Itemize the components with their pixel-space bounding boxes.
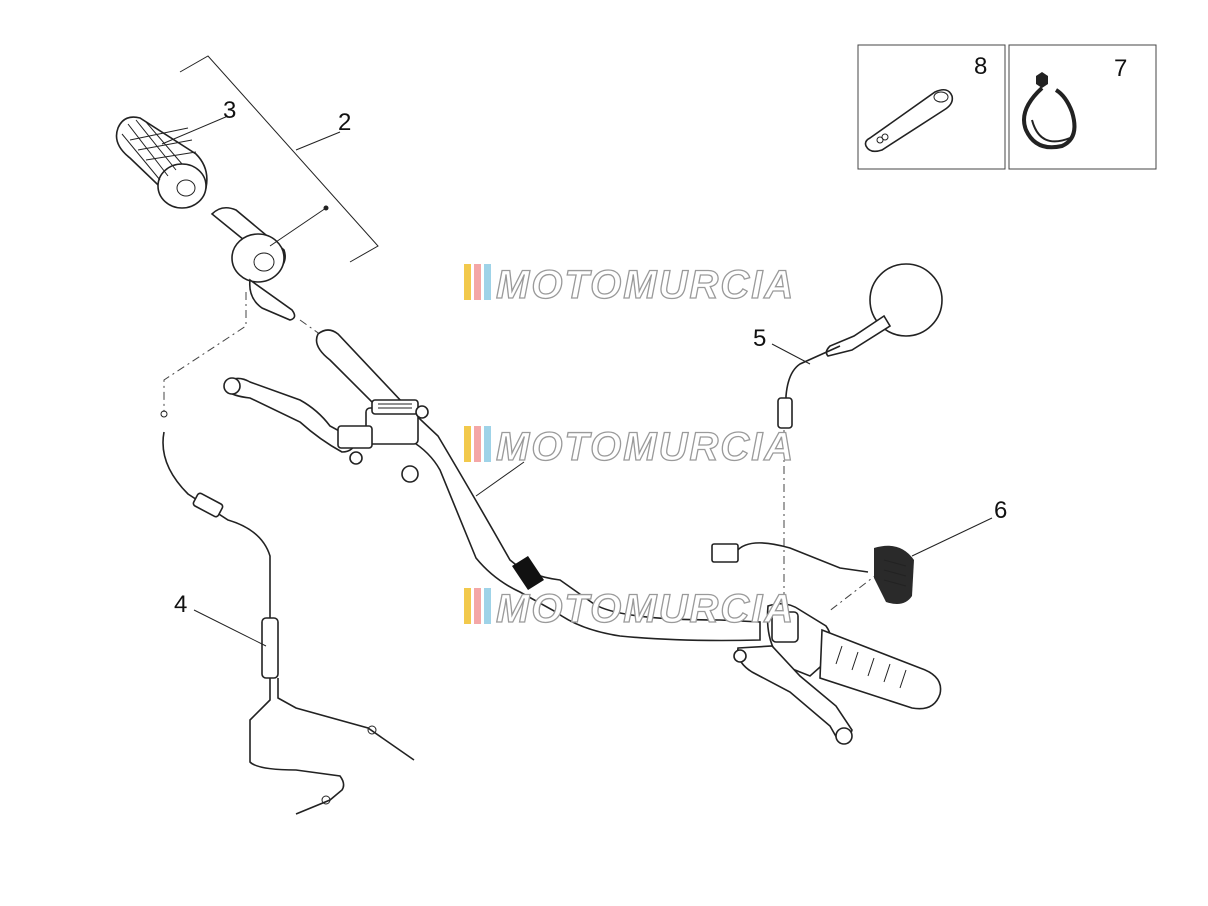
right-control-icon	[733, 602, 942, 745]
rear-view-mirror-icon	[777, 263, 943, 429]
callout-4: 4	[174, 591, 187, 618]
watermark-stripe-blue	[484, 426, 491, 462]
guide-line-handlebar	[299, 319, 329, 341]
watermark-stripe-pink	[474, 588, 481, 624]
leader-4	[193, 609, 267, 647]
brake-lever-icon	[223, 377, 357, 453]
throttle-grip-icon	[210, 205, 329, 321]
rubber-strap-icon	[864, 88, 954, 153]
watermark-top: MOTOMURCIA	[464, 262, 795, 308]
callout-7: 7	[1114, 55, 1127, 82]
watermark-stripe-blue	[484, 264, 491, 300]
watermark-text: MOTOMURCIA	[496, 587, 795, 631]
watermark-stripe-yellow	[464, 426, 471, 462]
guide-line-switch	[827, 571, 881, 613]
leader-6	[911, 517, 993, 557]
callout-2: 2	[338, 109, 351, 136]
brake-master-cylinder-icon	[337, 399, 429, 483]
watermark-bottom: MOTOMURCIA	[464, 586, 795, 632]
watermark-middle: MOTOMURCIA	[464, 424, 795, 470]
callout-3: 3	[223, 97, 236, 124]
watermark-stripe-pink	[474, 426, 481, 462]
leader-3	[161, 115, 229, 145]
group-bracket-2	[179, 55, 379, 263]
watermark-text: MOTOMURCIA	[496, 263, 795, 307]
leader-2	[295, 131, 341, 151]
accessory-box-7: 7	[1008, 44, 1157, 170]
watermark-stripe-blue	[484, 588, 491, 624]
leader-5	[771, 343, 811, 365]
throttle-cable-icon	[160, 410, 415, 815]
watermark-stripe-yellow	[464, 264, 471, 300]
guide-line-throttle	[163, 292, 247, 412]
switch-assembly-icon	[711, 542, 914, 604]
watermark-stripe-pink	[474, 264, 481, 300]
callout-5: 5	[753, 325, 766, 352]
callout-6: 6	[994, 497, 1007, 524]
leader-handlebar	[475, 461, 525, 497]
handlebar-grip-icon	[115, 116, 208, 209]
watermark-text: MOTOMURCIA	[496, 425, 795, 469]
accessory-box-8: 8	[857, 44, 1006, 170]
cable-tie-icon	[1022, 72, 1077, 150]
handlebar-icon	[315, 329, 761, 642]
watermark-stripe-yellow	[464, 588, 471, 624]
callout-8: 8	[974, 53, 987, 80]
